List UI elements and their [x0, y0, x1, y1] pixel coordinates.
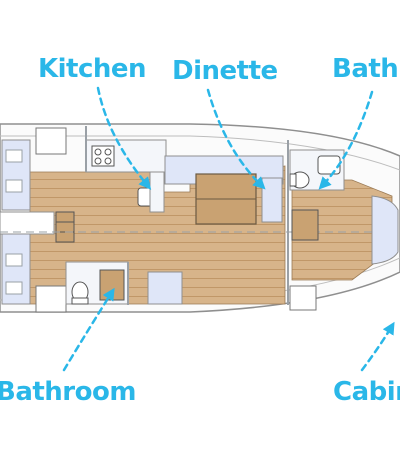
arrow-icon: [62, 287, 115, 372]
label-cabin: Cabin: [333, 377, 400, 407]
stove-icon: [91, 145, 115, 167]
arrow-icon: [318, 90, 374, 190]
label-kitchen: Kitchen: [38, 54, 147, 84]
arrow-icon: [360, 321, 395, 372]
arrow-icon: [206, 88, 266, 190]
bathroom-aft: [65, 261, 129, 305]
bed-icon: [371, 195, 399, 265]
toilet-icon: [71, 281, 89, 305]
bulkhead-lines: [85, 126, 289, 305]
label-bathroom-aft: Bathroom: [0, 377, 136, 407]
label-bathroom-fwd: Bathroom: [332, 54, 400, 84]
callout-arrows: [62, 86, 395, 372]
bathroom-fwd: [289, 149, 345, 241]
toilet-icon: [289, 171, 310, 189]
label-dinette: Dinette: [172, 56, 278, 86]
arrow-icon: [96, 86, 152, 190]
settee: [147, 271, 183, 305]
galley-counter: [85, 139, 167, 213]
companionway-steps: [55, 211, 75, 243]
